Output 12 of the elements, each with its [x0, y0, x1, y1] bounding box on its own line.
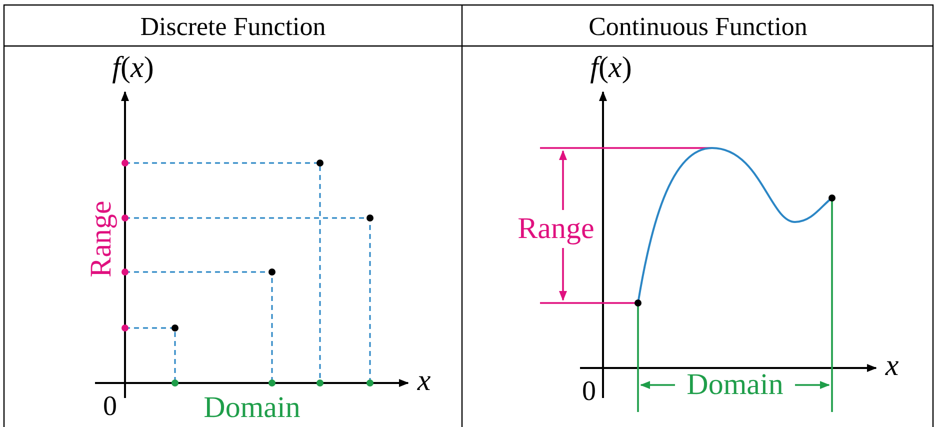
domain-label: Domain	[204, 393, 300, 423]
range-label: Range	[518, 214, 594, 244]
axis-label: x	[417, 366, 431, 396]
axis-label: f(x)	[112, 53, 154, 83]
column-header: Discrete Function	[140, 14, 326, 40]
column-header: Continuous Function	[588, 14, 808, 40]
domain-label: Domain	[686, 370, 784, 400]
origin-label: 0	[103, 393, 117, 421]
range-label: Range	[86, 200, 116, 277]
axis-label: f(x)	[590, 53, 632, 83]
axis-label: x	[885, 351, 899, 381]
origin-label: 0	[582, 378, 596, 406]
